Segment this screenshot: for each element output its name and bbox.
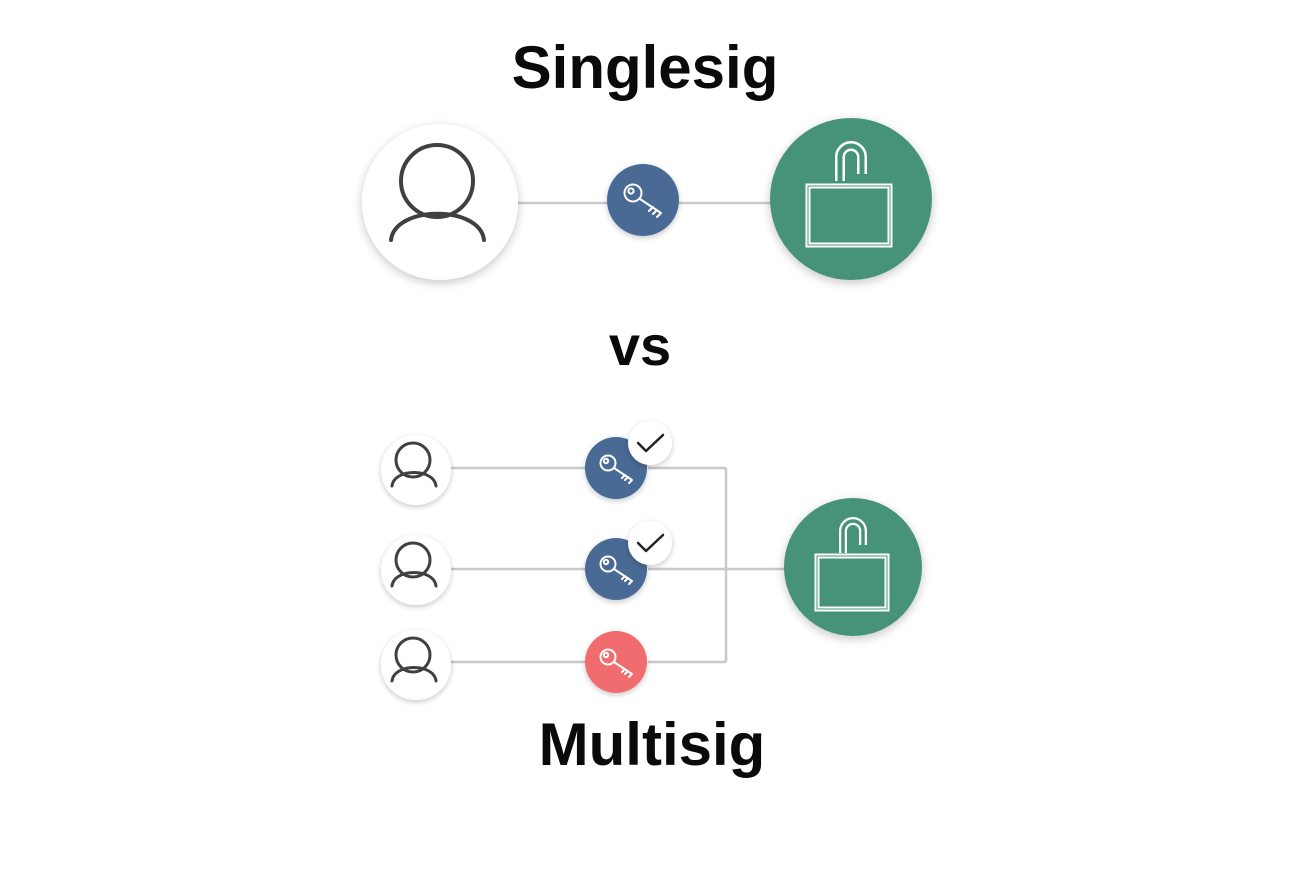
multisig-signer-3 <box>381 630 647 700</box>
multisig-heading: Multisig <box>539 711 766 778</box>
checkmark-icon <box>628 521 672 565</box>
checkmark-icon <box>628 421 672 465</box>
multisig-signer-2 <box>381 521 672 605</box>
unlocked-padlock-icon <box>770 118 932 280</box>
singlesig-section <box>362 118 932 280</box>
user-icon <box>362 124 518 280</box>
multisig-signer-1 <box>381 421 672 505</box>
vs-heading: vs <box>609 314 671 377</box>
user-icon <box>381 630 451 700</box>
multisig-section <box>381 421 922 700</box>
multisig-connectors <box>450 466 786 664</box>
key-icon <box>607 164 679 236</box>
user-icon <box>381 535 451 605</box>
unlocked-padlock-icon <box>784 498 922 636</box>
user-icon <box>381 435 451 505</box>
singlesig-heading: Singlesig <box>512 34 779 101</box>
key-icon <box>585 631 647 693</box>
